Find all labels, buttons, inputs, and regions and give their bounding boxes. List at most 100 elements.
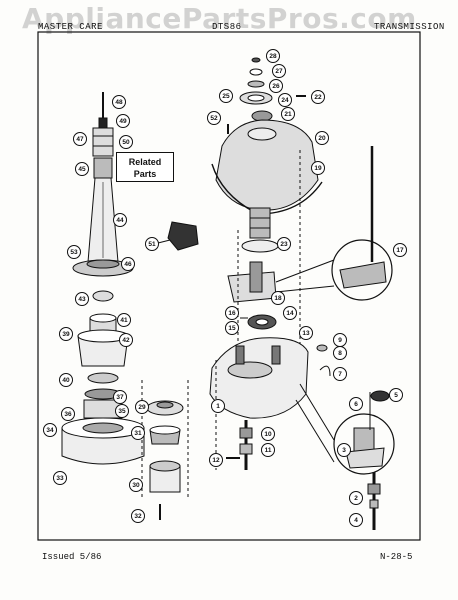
callout-circle [73,132,87,146]
callout-circle [349,491,363,505]
callout-circle [129,478,143,492]
callout-31: 31 [131,426,145,440]
callout-circle [272,64,286,78]
callout-circle [119,333,133,347]
callout-37: 37 [113,390,127,404]
callout-label: 39 [62,331,70,338]
callout-circle [337,443,351,457]
callout-label: 22 [314,94,322,101]
callout-24: 24 [278,93,292,107]
callout-6: 6 [349,397,363,411]
callout-circle [209,453,223,467]
cover-assembly [211,57,393,360]
callout-1: 1 [211,399,225,413]
callout-circle [67,245,81,259]
callout-label: 3 [342,447,346,454]
footer-page-code: N-28-5 [380,552,413,562]
callout-label: 27 [275,68,283,75]
callout-15: 15 [225,321,239,335]
callout-label: 44 [116,217,124,224]
related-parts-line1: Related [128,157,162,167]
callout-11: 11 [261,443,275,457]
gearcase-assembly [209,314,395,530]
callout-circle [117,313,131,327]
callout-label: 11 [265,447,272,454]
callout-52: 52 [207,111,221,125]
callout-10: 10 [261,427,275,441]
callout-label: 32 [134,513,142,520]
callout-circle [121,257,135,271]
callout-46: 46 [121,257,135,271]
callout-circle [393,243,407,257]
callout-label: 48 [115,99,123,106]
callout-circle [333,346,347,360]
callout-44: 44 [113,213,127,227]
callout-label: 7 [338,371,342,378]
callout-label: 26 [272,83,280,90]
callout-19: 19 [311,161,325,175]
callout-label: 49 [119,118,127,125]
callout-label: 13 [302,330,310,337]
callout-28: 28 [266,49,280,63]
callout-27: 27 [272,64,286,78]
callout-circle [113,390,127,404]
callout-circle [135,400,149,414]
callout-20: 20 [315,131,329,145]
callout-circle [131,426,145,440]
callout-circle [315,131,329,145]
callout-53: 53 [67,245,81,259]
callout-47: 47 [73,132,87,146]
callout-circle [211,399,225,413]
callout-circle [266,49,280,63]
callout-8: 8 [333,346,347,360]
callout-label: 1 [216,403,220,410]
callout-circle [269,79,283,93]
callout-17: 17 [393,243,407,257]
callout-18: 18 [271,291,285,305]
callout-label: 50 [122,139,130,146]
left-assembly [61,92,199,465]
callout-48: 48 [112,95,126,109]
callout-label: 40 [62,377,70,384]
callout-21: 21 [281,107,295,121]
callout-circle [277,237,291,251]
callout-label: 15 [228,325,236,332]
callout-label: 16 [228,310,236,317]
footer-issued: Issued 5/86 [42,552,102,562]
callout-label: 12 [212,457,220,464]
callout-label: 34 [46,427,54,434]
callout-label: 51 [148,241,156,248]
callout-3: 3 [337,443,351,457]
callout-label: 24 [281,97,289,104]
callout-30: 30 [129,478,143,492]
callout-circle [207,111,221,125]
callout-label: 45 [78,166,86,173]
callout-label: 8 [338,350,342,357]
callout-circle [116,114,130,128]
callout-39: 39 [59,327,73,341]
callout-label: 4 [354,517,358,524]
callout-circle [61,407,75,421]
related-parts-line2: Parts [133,169,157,179]
callout-circle [75,162,89,176]
callout-circle [261,443,275,457]
callout-circle [112,95,126,109]
callout-4: 4 [349,513,363,527]
callout-2: 2 [349,491,363,505]
callout-50: 50 [119,135,133,149]
callout-label: 19 [314,165,322,172]
callout-label: 21 [284,111,292,118]
callout-circle [115,404,129,418]
callout-circle [311,90,325,104]
callout-label: 18 [274,295,282,302]
callout-circle [75,292,89,306]
diagram-frame [37,31,421,541]
callout-label: 36 [64,411,72,418]
callout-circle [131,509,145,523]
callout-circle [119,135,133,149]
callout-label: 20 [318,135,326,142]
callout-34: 34 [43,423,57,437]
callout-label: 37 [116,394,124,401]
callout-label: 17 [396,247,404,254]
